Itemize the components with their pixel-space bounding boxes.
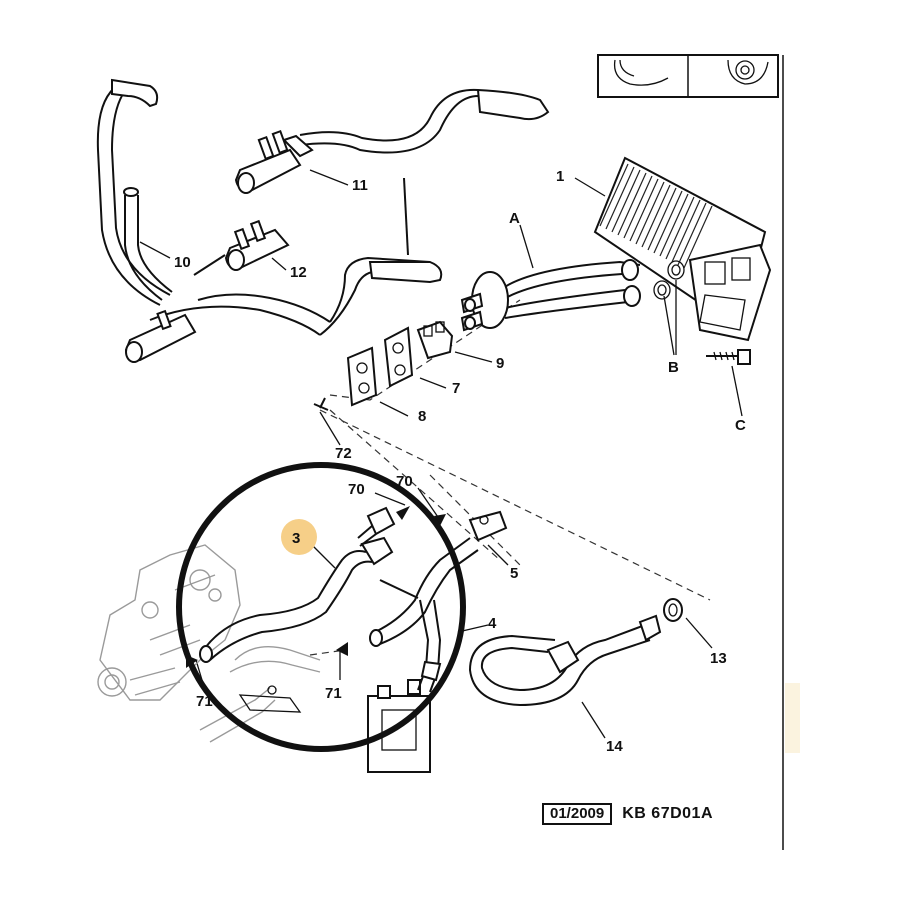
hose-3 bbox=[199, 536, 394, 663]
callout-71-left: 71 bbox=[196, 693, 213, 710]
hose-14 bbox=[468, 614, 662, 707]
callout-7: 7 bbox=[452, 380, 460, 397]
callout-70-right: 70 bbox=[396, 473, 413, 490]
screw bbox=[706, 349, 751, 365]
highlight-circle bbox=[176, 462, 466, 752]
hose-4 bbox=[369, 537, 479, 693]
callout-1: 1 bbox=[556, 168, 564, 185]
upper-hose-network bbox=[96, 78, 550, 363]
inset-clip-thumbnails bbox=[613, 59, 769, 86]
diagram-footer: 01/2009 KB 67D01A bbox=[542, 803, 713, 825]
callout-10: 10 bbox=[174, 254, 191, 271]
pipe-5-and-connectors bbox=[357, 506, 508, 599]
highlight-badge bbox=[281, 519, 317, 555]
callout-11: 11 bbox=[352, 177, 368, 194]
callout-labels: 1 A B C 3 4 5 7 8 9 10 11 12 13 14 70 70… bbox=[174, 168, 746, 755]
insertion-arrows bbox=[186, 506, 446, 668]
callout-9: 9 bbox=[496, 355, 504, 372]
callout-3: 3 bbox=[292, 530, 300, 547]
side-tint bbox=[785, 683, 800, 753]
connector-plates bbox=[313, 320, 454, 411]
callout-72: 72 bbox=[335, 445, 352, 462]
footer-date: 01/2009 bbox=[542, 803, 613, 825]
callout-14: 14 bbox=[606, 738, 623, 755]
callout-C: C bbox=[735, 417, 746, 434]
clamp-13 bbox=[663, 598, 683, 622]
callout-5: 5 bbox=[510, 565, 518, 582]
callout-71-right: 71 bbox=[325, 685, 342, 702]
callout-12: 12 bbox=[290, 264, 307, 281]
callout-B: B bbox=[668, 359, 679, 376]
heater-matrix bbox=[593, 156, 772, 342]
seals bbox=[653, 260, 685, 300]
callout-8: 8 bbox=[418, 408, 426, 425]
callout-A: A bbox=[509, 210, 520, 227]
callout-70-left: 70 bbox=[348, 481, 365, 498]
footer-reference: KB 67D01A bbox=[622, 805, 713, 822]
engine-water-outlet bbox=[97, 544, 321, 743]
callout-4: 4 bbox=[488, 615, 497, 632]
heater-pipe-assembly bbox=[460, 259, 641, 332]
callout-13: 13 bbox=[710, 650, 727, 667]
